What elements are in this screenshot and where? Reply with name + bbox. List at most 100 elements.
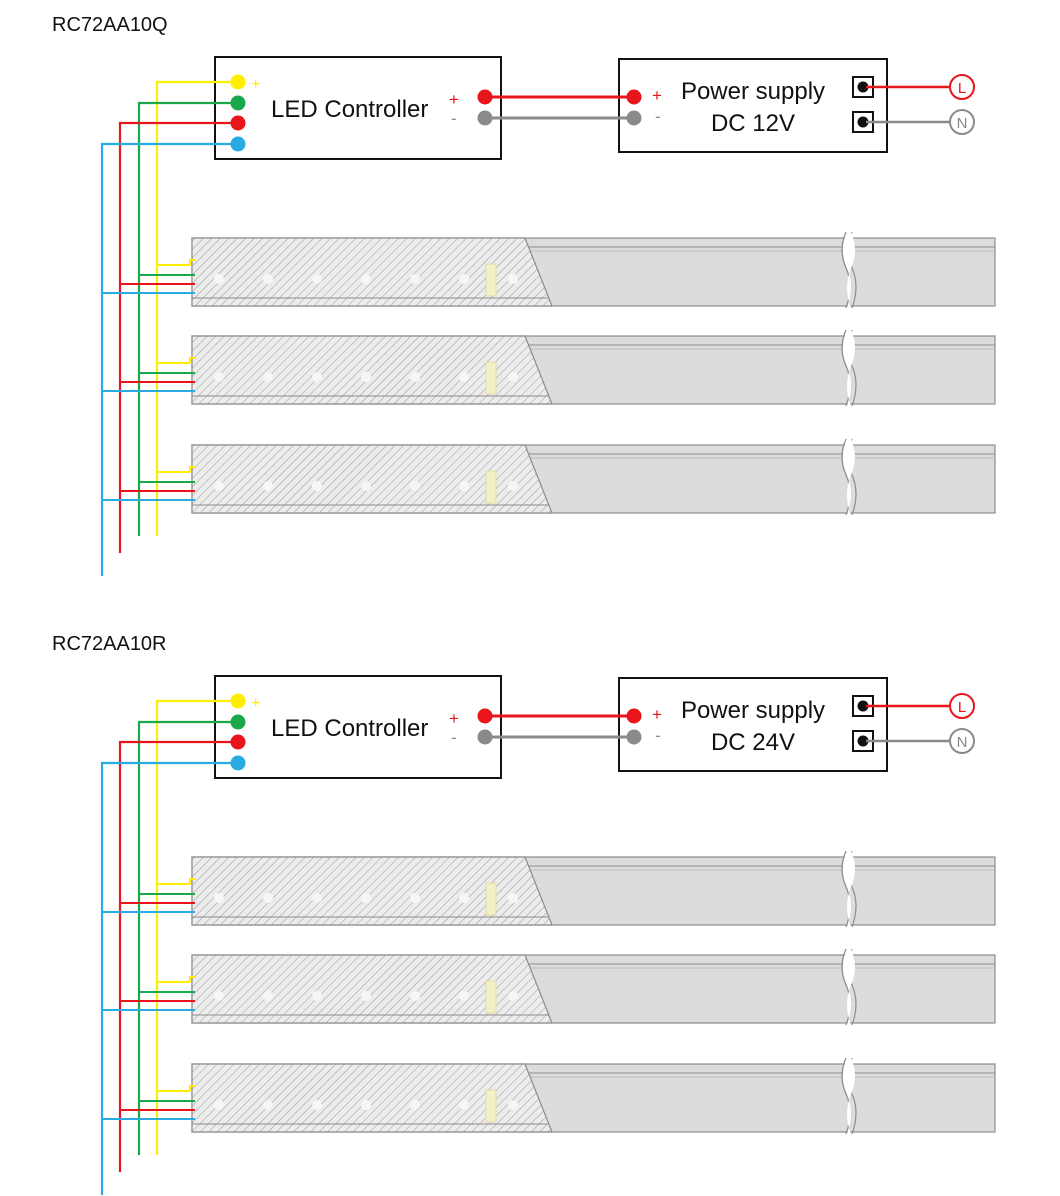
led-controller-box xyxy=(214,56,502,160)
strip-break-gap xyxy=(843,851,855,927)
solder-pad xyxy=(485,361,497,395)
controller-positive-dot xyxy=(477,708,493,724)
controller-negative-dot xyxy=(477,110,493,126)
blue-bus-wire xyxy=(100,761,233,1195)
psu-plus-label: + xyxy=(652,705,662,724)
led-chip xyxy=(312,372,322,382)
led-chip xyxy=(263,991,273,1001)
led-chip xyxy=(361,481,371,491)
strip-cutaway xyxy=(191,1063,553,1133)
yellow-connector-tail xyxy=(189,357,196,363)
psu-positive-dot xyxy=(626,708,642,724)
led-chip xyxy=(361,893,371,903)
psu-plus-label: + xyxy=(652,86,662,105)
led-chip xyxy=(459,274,469,284)
yellow-connector-tail xyxy=(189,259,196,265)
led-controller-label: LED Controller xyxy=(271,96,428,123)
psu-negative-dot xyxy=(626,729,642,745)
red-bus-wire xyxy=(118,121,233,553)
solder-pad xyxy=(485,1089,497,1123)
model-title: RC72AA10Q xyxy=(52,14,168,36)
led-chip xyxy=(263,481,273,491)
led-chip xyxy=(312,1100,322,1110)
controller-positive-dot xyxy=(477,89,493,105)
led-chip xyxy=(361,274,371,284)
led-chip xyxy=(410,481,420,491)
led-chip xyxy=(312,274,322,284)
led-chip xyxy=(459,1100,469,1110)
yellow-connector-tail xyxy=(189,466,196,472)
port-plus-label: + xyxy=(251,695,260,712)
psu-minus-label: - xyxy=(655,726,661,745)
led-chip xyxy=(312,893,322,903)
solder-pad xyxy=(485,470,497,504)
port-plus-label: + xyxy=(251,76,260,93)
strip-break-gap xyxy=(843,949,855,1025)
red-port-dot xyxy=(230,734,246,750)
green-port-dot xyxy=(230,714,246,730)
led-chip xyxy=(214,372,224,382)
led-chip xyxy=(361,1100,371,1110)
led-chip xyxy=(312,481,322,491)
controller-plus-label: + xyxy=(449,709,459,728)
led-chip xyxy=(263,893,273,903)
strip-break-gap xyxy=(843,1058,855,1134)
strip-cutaway xyxy=(191,954,553,1024)
led-chip xyxy=(459,991,469,1001)
led-chip xyxy=(459,481,469,491)
led-chip xyxy=(410,991,420,1001)
psu-positive-dot xyxy=(626,89,642,105)
terminal-neutral-dot xyxy=(857,116,869,128)
controller-minus-label: - xyxy=(451,728,457,747)
led-chip xyxy=(508,893,518,903)
yellow-connector-tail xyxy=(189,878,196,884)
blue-bus-wire xyxy=(100,142,233,576)
model-title: RC72AA10R xyxy=(52,633,167,655)
psu-negative-dot xyxy=(626,110,642,126)
power-supply-voltage: DC 24V xyxy=(711,729,795,756)
strip-cutaway xyxy=(191,444,553,514)
led-strip xyxy=(102,850,996,928)
solder-pad xyxy=(485,980,497,1014)
controller-minus-label: - xyxy=(451,109,457,128)
led-chip xyxy=(214,893,224,903)
led-chip xyxy=(410,372,420,382)
mains-neutral-label: N xyxy=(957,115,968,132)
mains-live-symbol xyxy=(949,74,975,100)
strip-break-gap xyxy=(843,439,855,515)
led-chip xyxy=(263,274,273,284)
strip-break-gap xyxy=(843,330,855,406)
led-chip xyxy=(508,274,518,284)
mains-neutral-symbol xyxy=(949,109,975,135)
power-supply-box xyxy=(618,677,888,772)
led-chip xyxy=(214,991,224,1001)
red-bus-wire xyxy=(118,740,233,1172)
led-chip xyxy=(214,274,224,284)
controller-plus-label: + xyxy=(449,90,459,109)
yellow-bus-wire xyxy=(155,80,233,536)
red-port-dot xyxy=(230,115,246,131)
led-controller-label: LED Controller xyxy=(271,715,428,742)
terminal-live-dot xyxy=(857,81,869,93)
yellow-bus-wire xyxy=(155,699,233,1155)
psu-minus-label: - xyxy=(655,107,661,126)
mains-neutral-symbol xyxy=(949,728,975,754)
led-chip xyxy=(508,991,518,1001)
led-chip xyxy=(410,274,420,284)
yellow-connector-tail xyxy=(189,1085,196,1091)
blue-port-dot xyxy=(230,136,246,152)
mains-neutral-label: N xyxy=(957,734,968,751)
led-chip xyxy=(459,893,469,903)
led-chip xyxy=(263,372,273,382)
led-chip xyxy=(508,481,518,491)
led-chip xyxy=(263,1100,273,1110)
power-supply-box xyxy=(618,58,888,153)
strip-break-gap xyxy=(843,232,855,308)
led-strip xyxy=(102,438,996,516)
solder-pad xyxy=(485,882,497,916)
yellow-port-dot xyxy=(230,693,246,709)
yellow-port-dot xyxy=(230,74,246,90)
led-chip xyxy=(410,893,420,903)
mains-live-label: L xyxy=(958,699,966,716)
